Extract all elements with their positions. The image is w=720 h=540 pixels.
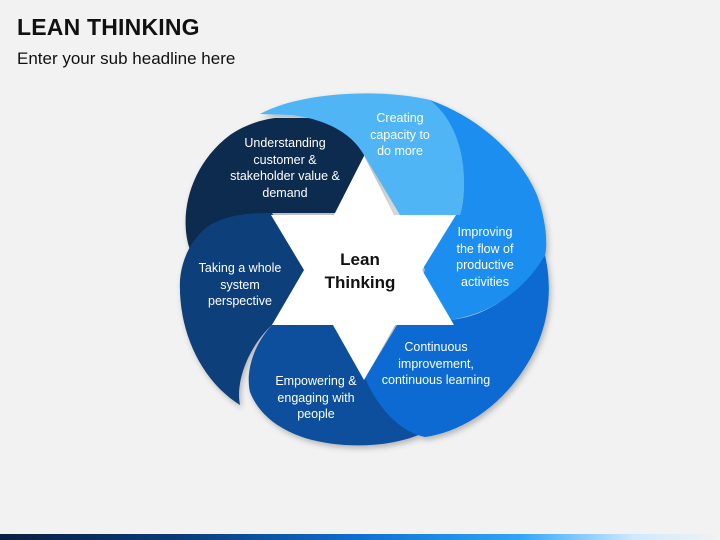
center-label: Lean Thinking — [324, 250, 396, 292]
page-title: LEAN THINKING — [17, 14, 200, 40]
segment-empowering — [248, 325, 425, 446]
center-star — [271, 156, 456, 380]
bottom-accent-bar — [0, 534, 720, 540]
segment-label-empowering: Empowering & engaging with people — [275, 374, 357, 421]
segment-creating-capacity — [260, 93, 465, 215]
segment-label-understanding-customer: Understanding customer & stakeholder val… — [230, 136, 340, 200]
segment-improving-flow — [400, 100, 547, 320]
segment-whole-system — [179, 213, 305, 405]
page-subtitle: Enter your sub headline here — [17, 49, 236, 68]
segment-label-creating-capacity: Creating capacity to do more — [370, 111, 430, 158]
segment-label-whole-system: Taking a whole system perspective — [198, 261, 282, 308]
segment-continuous-improvement — [365, 255, 549, 437]
segment-label-improving-flow: Improving the flow of productive activit… — [456, 225, 514, 289]
segment-label-continuous-improvement: Continuous improvement, continuous learn… — [381, 340, 491, 387]
